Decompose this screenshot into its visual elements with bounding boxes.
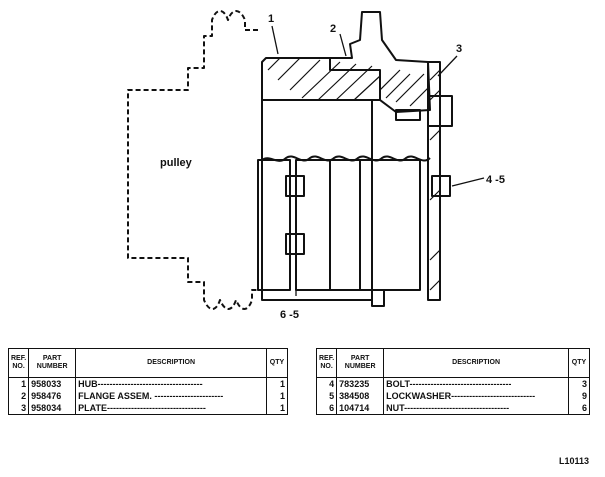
description-cell: HUB-----------------------------------: [75, 377, 267, 390]
description-cell: NUT-----------------------------------: [383, 402, 569, 415]
nut-upper: [285, 175, 305, 197]
hub-back-flange: [371, 290, 385, 307]
ref-cell: 6: [315, 402, 338, 415]
break-line: [261, 155, 431, 162]
part-number-cell: 104714: [336, 402, 385, 415]
description-cell: FLANGE ASSEM. -----------------------: [75, 390, 267, 402]
table-row: 3 958034 PLATE--------------------------…: [7, 402, 288, 415]
part-number-cell: 783235: [336, 377, 385, 390]
header-qty: QTY: [568, 348, 590, 378]
table-row: 1 958033 HUB----------------------------…: [7, 377, 288, 390]
ref-cell: 3: [7, 402, 30, 415]
callout-4-5: 4 -5: [486, 174, 505, 186]
description-cell: LOCKWASHER----------------------------: [383, 390, 569, 402]
figure-id: L10113: [558, 456, 589, 466]
header-qty: QTY: [266, 348, 288, 378]
header-part-number: PART NUMBER: [336, 348, 385, 378]
parts-table-left: REF. NO. PART NUMBER DESCRIPTION QTY 1 9…: [7, 348, 288, 415]
part-number-cell: 958033: [28, 377, 77, 390]
header-ref: REF. NO.: [315, 348, 338, 378]
qty-cell: 9: [568, 390, 590, 402]
table-row: 5 384508 LOCKWASHER---------------------…: [315, 390, 590, 402]
table-row: 2 958476 FLANGE ASSEM. -----------------…: [7, 390, 288, 402]
ref-cell: 1: [7, 377, 30, 390]
header-description: DESCRIPTION: [75, 348, 267, 378]
qty-cell: 1: [266, 377, 288, 390]
callout-6-5: 6 -5: [280, 309, 299, 321]
ref-cell: 2: [7, 390, 30, 402]
part-number-cell: 384508: [336, 390, 385, 402]
header-part-number: PART NUMBER: [28, 348, 77, 378]
ref-cell: 4: [315, 377, 338, 390]
top-nut: [439, 95, 453, 127]
callout-1: 1: [268, 13, 274, 25]
qty-cell: 6: [568, 402, 590, 415]
hub-shell: [295, 159, 421, 291]
hub-bore-line: [261, 100, 373, 301]
pulley-outline: [127, 10, 262, 310]
qty-cell: 1: [266, 390, 288, 402]
parts-table-right: REF. NO. PART NUMBER DESCRIPTION QTY 4 7…: [315, 348, 590, 415]
header-description: DESCRIPTION: [383, 348, 569, 378]
callout-3: 3: [456, 43, 462, 55]
table-row: 4 783235 BOLT---------------------------…: [315, 377, 590, 390]
description-cell: BOLT----------------------------------: [383, 377, 569, 390]
ref-cell: 5: [315, 390, 338, 402]
header-ref: REF. NO.: [7, 348, 30, 378]
table-row: 6 104714 NUT----------------------------…: [315, 402, 590, 415]
side-bolt: [431, 175, 451, 197]
callout-2: 2: [330, 23, 336, 35]
hub-upper-body: [261, 57, 381, 101]
pulley-label: pulley: [160, 157, 193, 169]
qty-cell: 3: [568, 377, 590, 390]
nut-lower: [285, 233, 305, 255]
description-cell: PLATE---------------------------------: [75, 402, 267, 415]
part-number-cell: 958034: [28, 402, 77, 415]
qty-cell: 1: [266, 402, 288, 415]
flange-body: [322, 11, 431, 113]
hub-assembly-drawing: 1 2 3 4 -5 6 -5 pulley: [127, 10, 505, 321]
plate: [427, 61, 441, 301]
part-number-cell: 958476: [28, 390, 77, 402]
top-bolt: [395, 95, 441, 127]
